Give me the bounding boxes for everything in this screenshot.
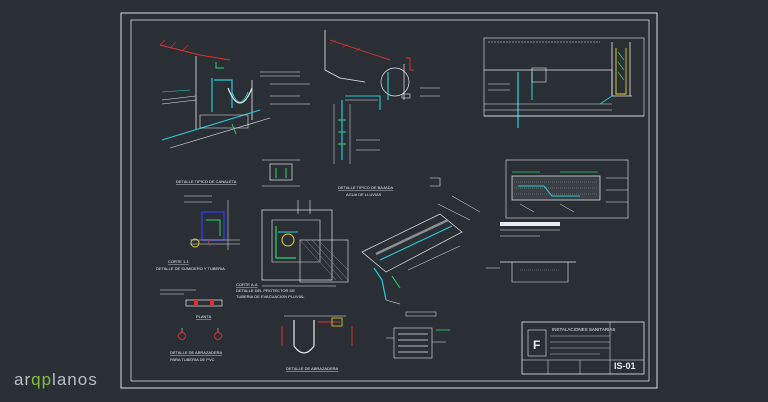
label-detail-gutter: DETALLE TIPICO DE CANALETA [176,179,237,184]
label-section-a-a: CORTE A-A [236,282,258,287]
label-clamp-pvc-2: PARA TUBERIA DE PVC [170,357,215,362]
detail-small-pipe [262,159,300,187]
title-block: F INSTALACIONES SANITARIAS IS-01 [521,321,645,375]
detail-isometric-protector [361,195,481,317]
detail-clamp: DETALLE DE ABRAZADERA [281,315,353,371]
detail-gutter: DETALLE TIPICO DE CANALETA [159,39,310,184]
label-clamp: DETALLE DE ABRAZADERA [286,366,338,371]
detail-wall-section [483,37,645,128]
sheet-code: IS-01 [614,361,636,371]
detail-section-a-a: CORTE A-A DETALLE DEL PROTECTOR DE TUBER… [236,200,349,299]
detail-small-channel [486,261,576,283]
label-section-1-1: CORTE 1-1 [168,259,190,264]
detail-section-1-1: CORTE 1-1 DETALLE DE SUMIDERO Y TUBERIA [156,195,240,271]
label-section-1-1-sub: DETALLE DE SUMIDERO Y TUBERIA [156,266,225,271]
watermark-logo: arqplanos [14,370,98,389]
sheet-frame-inner [130,19,650,382]
title-block-logo: F [533,338,540,352]
label-detail-downspout: DETALLE TIPICO DE BAJADA [338,185,394,190]
label-section-a-a-sub2: TUBERIA DE EVACUACION PLUVIAL [236,294,305,299]
detail-gravel-bed [500,159,629,237]
detail-stepped-channel [386,327,450,359]
label-detail-downspout-2: AGUA DE LLUVIAS [346,192,382,197]
title-block-heading: INSTALACIONES SANITARIAS [552,327,615,332]
label-plan: PLANTA [196,314,212,319]
sheet-frame-outer [120,12,658,389]
detail-plan: PLANTA DETALLE DE ABRAZADERA PARA TUBERI… [160,289,222,362]
label-section-a-a-sub: DETALLE DEL PROTECTOR DE [236,288,295,293]
detail-downspout: DETALLE TIPICO DE BAJADA AGUA DE LLUVIAS [324,30,441,197]
label-clamp-pvc: DETALLE DE ABRAZADERA [170,350,222,355]
